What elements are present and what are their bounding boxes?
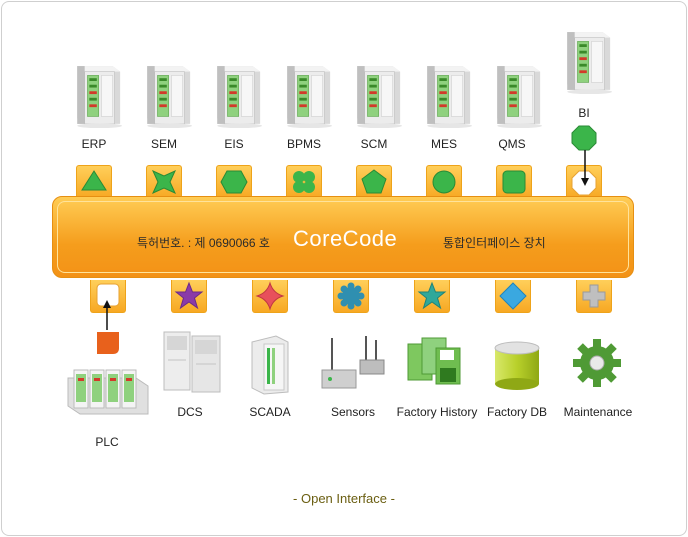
star-5-icon bbox=[174, 281, 204, 310]
factory-history-device-icon bbox=[404, 334, 464, 390]
factory-history-connector bbox=[414, 280, 450, 313]
triangle-icon bbox=[81, 170, 107, 191]
plc-label: PLC bbox=[95, 435, 119, 449]
footer-caption: - Open Interface - bbox=[293, 491, 395, 506]
sem-server-icon bbox=[136, 62, 192, 128]
star-5-teal-icon bbox=[417, 281, 447, 310]
corecode-bus: 특허번호. : 제 0690066 호 CoreCode 통합인터페이스 장치 bbox=[52, 196, 634, 278]
erp-connector bbox=[76, 165, 112, 198]
sensors-label: Sensors bbox=[330, 405, 376, 419]
pentagon-icon bbox=[361, 169, 387, 194]
factory-db-device-icon bbox=[492, 340, 542, 392]
eis-server-icon bbox=[206, 62, 262, 128]
plc-arrow-icon bbox=[102, 300, 112, 330]
qms-label: QMS bbox=[498, 137, 526, 151]
bus-title: CoreCode bbox=[293, 226, 398, 251]
star-4-icon bbox=[151, 169, 177, 195]
maintenance-connector bbox=[576, 280, 612, 313]
bpms-server-icon bbox=[276, 62, 332, 128]
bi-label: BI bbox=[578, 106, 590, 120]
eis-connector bbox=[216, 165, 252, 198]
bi-arrow-icon bbox=[580, 150, 590, 190]
clover-icon bbox=[293, 171, 315, 193]
dcs-label: DCS bbox=[177, 405, 203, 419]
dcs-connector bbox=[171, 280, 207, 313]
mes-label: MES bbox=[430, 137, 457, 151]
dcs-device-icon bbox=[160, 330, 226, 396]
sensors-connector bbox=[333, 280, 369, 313]
qms-connector bbox=[496, 165, 532, 198]
scm-server-icon bbox=[346, 62, 402, 128]
plc-orange-shape-icon bbox=[95, 330, 121, 356]
bi-server-icon bbox=[556, 28, 612, 94]
sem-label: SEM bbox=[150, 137, 177, 151]
factory-db-label: Factory DB bbox=[486, 405, 547, 419]
eis-label: EIS bbox=[224, 137, 244, 151]
bpms-connector bbox=[286, 165, 322, 198]
gear-flower-icon bbox=[337, 282, 365, 310]
mes-connector bbox=[426, 165, 462, 198]
bi-octagon-icon bbox=[571, 125, 597, 151]
factory-history-label: Factory History bbox=[396, 405, 478, 419]
scada-device-icon bbox=[248, 334, 292, 396]
hexagon-icon bbox=[220, 170, 248, 194]
factory-db-connector bbox=[495, 280, 531, 313]
erp-label: ERP bbox=[81, 137, 107, 151]
scada-connector bbox=[252, 280, 288, 313]
bpms-label: BPMS bbox=[286, 137, 321, 151]
qms-server-icon bbox=[486, 62, 542, 128]
bus-subtitle: 통합인터페이스 장치 bbox=[443, 236, 546, 250]
patent-number: 특허번호. : 제 0690066 호 bbox=[137, 236, 270, 250]
maintenance-gear-icon bbox=[572, 337, 622, 389]
diamond-icon bbox=[499, 282, 527, 310]
scm-connector bbox=[356, 165, 392, 198]
sensors-device-icon bbox=[318, 334, 388, 394]
maintenance-label: Maintenance bbox=[563, 405, 633, 419]
scada-label: SCADA bbox=[249, 405, 291, 419]
scm-label: SCM bbox=[360, 137, 388, 151]
mes-server-icon bbox=[416, 62, 472, 128]
star-4-round-icon bbox=[255, 281, 285, 311]
plus-icon bbox=[582, 284, 606, 308]
plc-device-icon bbox=[66, 364, 150, 420]
circle-icon bbox=[432, 170, 456, 194]
sem-connector bbox=[146, 165, 182, 198]
square-icon bbox=[502, 170, 526, 194]
erp-server-icon bbox=[66, 62, 122, 128]
